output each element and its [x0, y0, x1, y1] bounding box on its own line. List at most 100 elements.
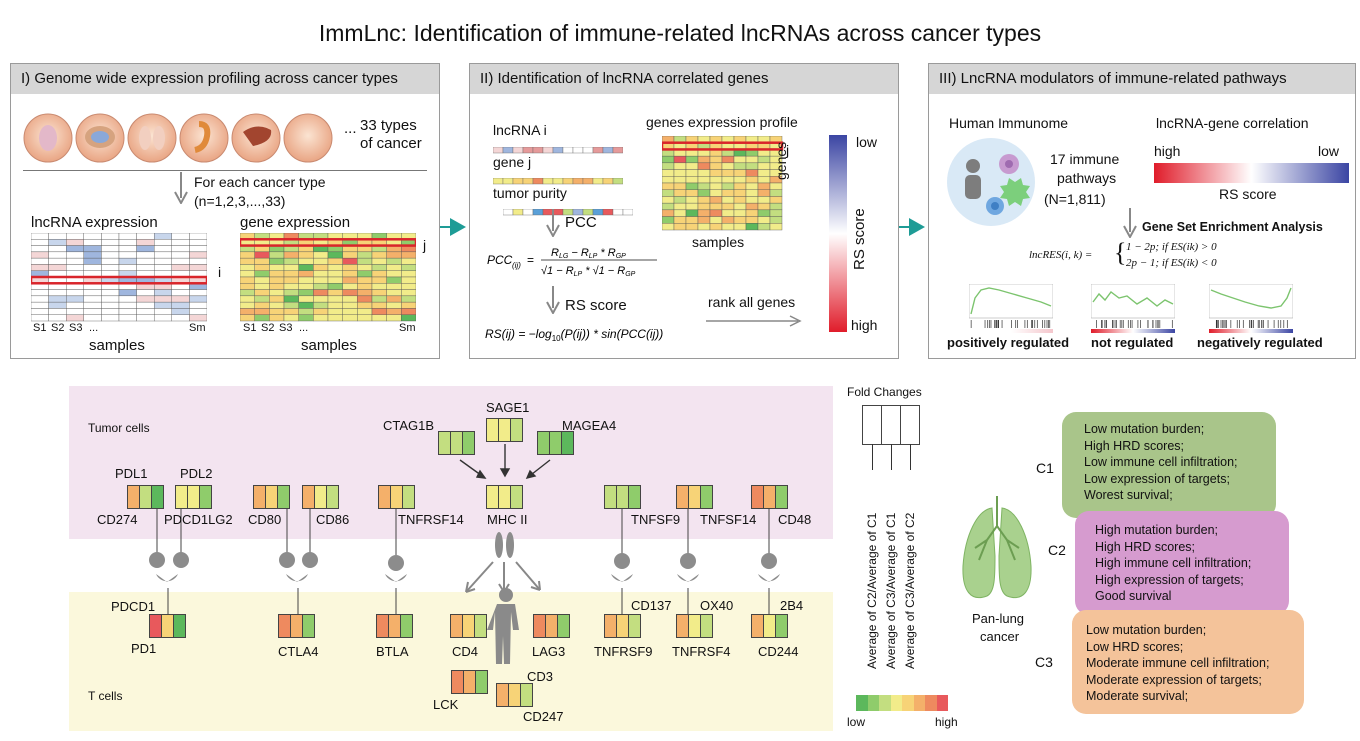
cluster-c1-box: Low mutation burden; High HRD scores; Lo…	[1062, 412, 1276, 518]
btla-expression-box	[376, 614, 413, 638]
gene-label-cd137: CD137	[631, 598, 672, 613]
fold-change-color-scale	[856, 695, 948, 711]
pan-lung-label-1: Pan-lung	[972, 611, 1025, 626]
t-cells-label: T cells	[88, 689, 123, 703]
scale-swatch	[890, 695, 902, 711]
pathways-text-2: pathways	[1057, 170, 1117, 186]
not-regulated-label: not regulated	[1091, 335, 1174, 350]
gene-label-tnfrsf4: TNFRSF4	[672, 644, 731, 659]
lncrna-heatmap	[29, 232, 209, 328]
key-label-c2c1: Average of C2/Average of C1	[865, 512, 879, 669]
svg-text:=: =	[527, 253, 534, 267]
rs-color-scale	[829, 135, 847, 332]
divider-line	[23, 170, 427, 171]
genes-profile-heatmap	[660, 135, 784, 237]
enrichment-curve	[970, 287, 1052, 315]
heatmap-cell	[1208, 283, 1294, 319]
lncrna-expression-label: lncRNA expression	[31, 214, 158, 231]
scale-high-label: high	[851, 317, 878, 333]
c1-line: Low immune cell infiltration;	[1084, 455, 1238, 469]
rs-score-label: RS score	[1219, 186, 1277, 202]
panel-genome-profiling: I) Genome wide expression profiling acro…	[10, 63, 440, 359]
pcc-formula: PCC (ij) = RLG − RLP * RGP √1 − RLP * √1…	[485, 242, 665, 291]
mhc2-expression-box	[486, 485, 523, 509]
lncrna-i-bar	[492, 141, 624, 159]
negatively-regulated-label: negatively regulated	[1197, 335, 1323, 350]
panel-correlated-genes: II) Identification of lncRNA correlated …	[469, 63, 899, 359]
correlation-title: lncRNA-gene correlation	[1156, 115, 1309, 131]
cluster-c1-label: C1	[1036, 460, 1054, 476]
cluster-c2-box: High mutation burden; High HRD scores; H…	[1075, 511, 1289, 615]
types-text-2: of cancer	[360, 135, 422, 152]
samples-label: samples	[692, 234, 745, 250]
tumor-cells-label: Tumor cells	[88, 421, 150, 435]
magea4-expression-box	[537, 431, 574, 455]
gene-label-cd48: CD48	[778, 512, 812, 527]
cd48-expression-box	[751, 485, 788, 509]
gene-label-btla: BTLA	[376, 644, 409, 659]
lncres-formula: lncRES(i, k) = { 1 − 2p; if ES(ik) > 0 2…	[1029, 238, 1249, 272]
scale-swatch	[913, 695, 925, 711]
fold-scale-low: low	[847, 715, 866, 729]
formula-lhs: lncRES(i, k) =	[1029, 249, 1093, 261]
cluster-c2-label: C2	[1048, 542, 1066, 558]
enrichment-curve	[1210, 287, 1292, 309]
tnfrsf4-expression-box	[676, 614, 713, 638]
t-cell-figure-icon	[487, 588, 519, 664]
c2-line: High HRD scores;	[1095, 539, 1196, 554]
gene-label-mhc2: MHC II	[487, 512, 528, 527]
svg-text:RS(ij) = −log10(P(ij)) * sin(P: RS(ij) = −log10(P(ij)) * sin(PCC(ij))	[485, 327, 663, 343]
gene-j-label: gene j	[493, 154, 532, 170]
heatmap-cell	[660, 141, 784, 151]
c2-line: Good survival	[1095, 589, 1172, 603]
genes-profile-label: genes expression profile	[646, 114, 798, 130]
gene-label-magea4: MAGEA4	[562, 418, 617, 433]
panel-header: III) LncRNA modulators of immune-related…	[929, 64, 1355, 94]
gene-label-cd86: CD86	[316, 512, 350, 527]
pathways-text-1: 17 immune	[1050, 151, 1120, 167]
rank-color-bar	[1091, 329, 1175, 333]
c2-line: High expression of targets;	[1095, 572, 1244, 587]
sample-s2: S2	[51, 322, 65, 334]
gene-label-ctla4: CTLA4	[278, 644, 319, 659]
tnfrsf9-expression-box	[604, 614, 641, 638]
flow-arrow-icon	[909, 218, 925, 236]
down-arrow	[545, 286, 561, 319]
c3-line: Moderate immune cell infiltration;	[1086, 656, 1270, 670]
types-text-1: 33 types	[360, 117, 417, 134]
figure-title: ImmLnc: Identification of immune-related…	[318, 20, 1042, 46]
key-label-c3c1: Average of C3/Average of C1	[884, 512, 898, 669]
tnfsf14-expression-box	[676, 485, 713, 509]
types-ellipsis: ...	[344, 120, 357, 137]
c2-line: High mutation burden;	[1095, 523, 1218, 537]
correlation-color-scale	[1154, 163, 1349, 183]
pd1-expression-box	[149, 614, 186, 638]
cd4-expression-box	[450, 614, 487, 638]
svg-text:RLG − RLP * RGP: RLG − RLP * RGP	[551, 247, 626, 260]
pathways-text-3: (N=1,811)	[1044, 191, 1106, 207]
right-arrow	[706, 314, 802, 333]
samples-label: samples	[301, 337, 357, 354]
pcc-step-label: PCC	[565, 214, 597, 231]
lncrna-i-label: lncRNA i	[493, 122, 547, 138]
rank-all-genes-label: rank all genes	[708, 294, 796, 310]
down-arrow	[1122, 208, 1138, 243]
gene-label-tnfrsf9: TNFRSF9	[594, 644, 653, 659]
flow-arrow-line	[899, 226, 911, 228]
gene-label-cd3: CD3	[527, 669, 554, 684]
sample-s1: S1	[243, 322, 257, 334]
sage1-expression-box	[486, 418, 523, 442]
tumor-purity-label: tumor purity	[493, 185, 567, 201]
ctla4-expression-box	[278, 614, 315, 638]
heatmap-cell	[1090, 283, 1176, 319]
cluster-c3-label: C3	[1035, 654, 1053, 670]
pan-lung-label-2: cancer	[980, 629, 1020, 644]
key-line-1	[872, 444, 873, 470]
formula-case-1: 1 − 2p; if ES(ik) > 0	[1126, 241, 1217, 253]
c3-line: Low mutation burden;	[1086, 623, 1207, 637]
gene-j-bar	[492, 172, 624, 190]
n-range-text: (n=1,2,3,...,33)	[194, 193, 286, 209]
pdl2-expression-box	[175, 485, 212, 509]
cd244-expression-box	[751, 614, 788, 638]
samples-label: samples	[89, 337, 145, 354]
